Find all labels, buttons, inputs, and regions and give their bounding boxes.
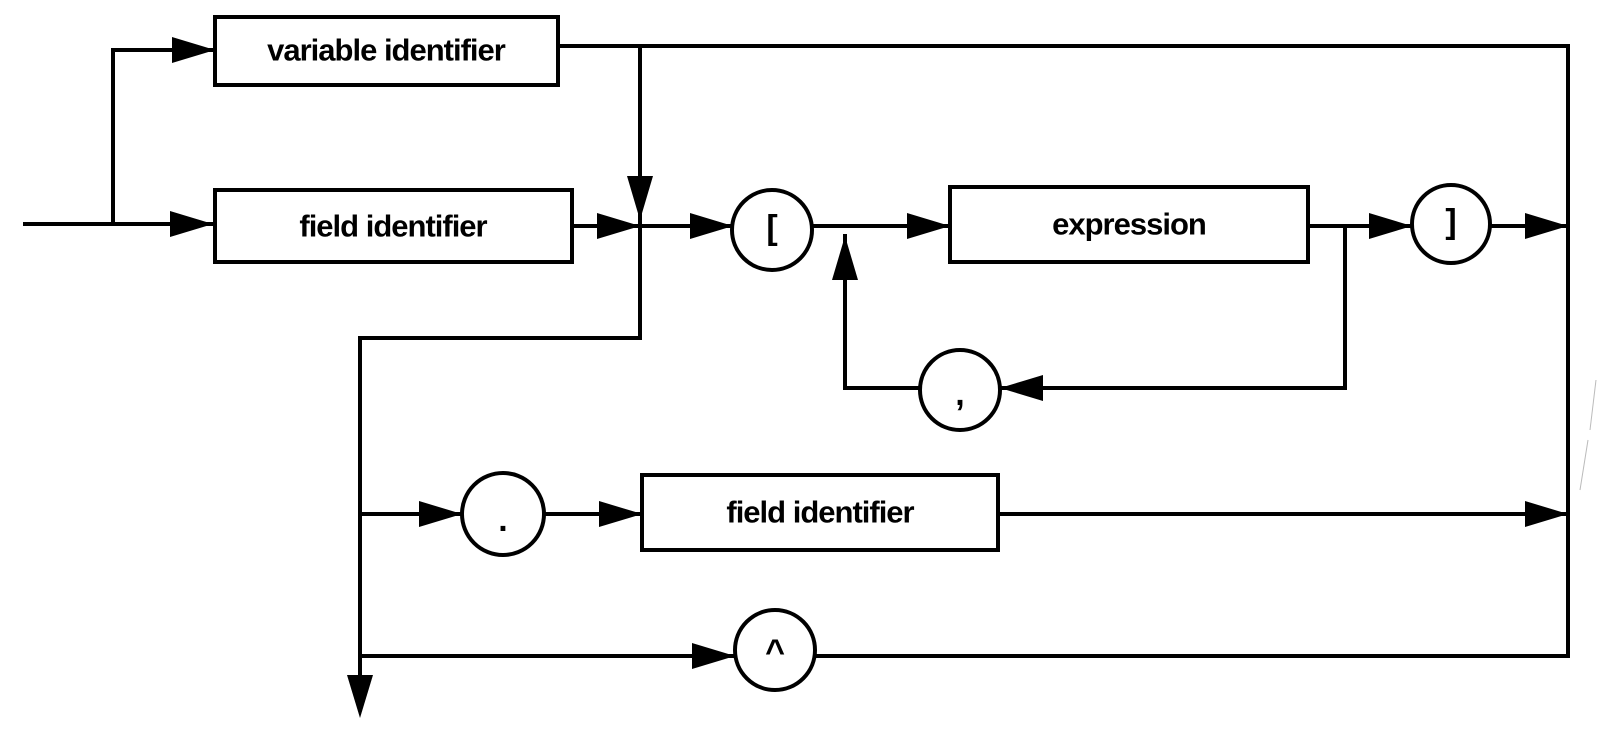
period-symbol: . bbox=[498, 501, 507, 539]
box-field-identifier-bottom: field identifier bbox=[640, 473, 1000, 552]
arrow-to-expression bbox=[907, 213, 950, 239]
arrow-to-comma bbox=[1000, 375, 1043, 401]
field-identifier-top-label: field identifier bbox=[299, 209, 487, 244]
circle-open-bracket: [ bbox=[730, 188, 814, 272]
close-bracket-symbol: ] bbox=[1445, 203, 1456, 241]
expression-label: expression bbox=[1052, 207, 1206, 242]
box-field-identifier-top: field identifier bbox=[213, 188, 574, 264]
field-identifier-bottom-label: field identifier bbox=[726, 495, 914, 530]
arrow-to-caret bbox=[692, 643, 735, 669]
arrow-to-period bbox=[419, 501, 462, 527]
comma-symbol: , bbox=[955, 375, 964, 413]
arrow-to-right-bus-period bbox=[1525, 501, 1568, 527]
circle-comma: , bbox=[918, 348, 1002, 432]
circle-close-bracket: ] bbox=[1410, 183, 1492, 265]
arrow-to-variable-identifier bbox=[172, 37, 215, 63]
box-expression: expression bbox=[948, 185, 1310, 264]
open-bracket-symbol: [ bbox=[766, 209, 777, 247]
circle-period: . bbox=[460, 471, 546, 557]
arrow-from-field-identifier bbox=[597, 213, 640, 239]
arrow-to-close-bracket bbox=[1369, 213, 1412, 239]
arrow-merge-down bbox=[627, 176, 653, 220]
arrow-exit-down bbox=[347, 675, 373, 718]
scan-artifacts bbox=[1579, 379, 1597, 491]
circle-caret: ^ bbox=[733, 608, 817, 692]
caret-symbol: ^ bbox=[765, 633, 785, 671]
arrow-to-field-identifier-bottom bbox=[599, 501, 642, 527]
arrow-to-open-bracket bbox=[690, 213, 733, 239]
variable-identifier-label: variable identifier bbox=[267, 33, 506, 68]
connector-lines bbox=[23, 44, 1570, 697]
arrow-to-field-identifier bbox=[170, 211, 213, 237]
box-variable-identifier: variable identifier bbox=[213, 15, 560, 87]
arrowheads bbox=[170, 37, 1568, 718]
arrow-to-right-bus-bracket bbox=[1525, 213, 1568, 239]
arrow-loop-up bbox=[832, 236, 858, 280]
